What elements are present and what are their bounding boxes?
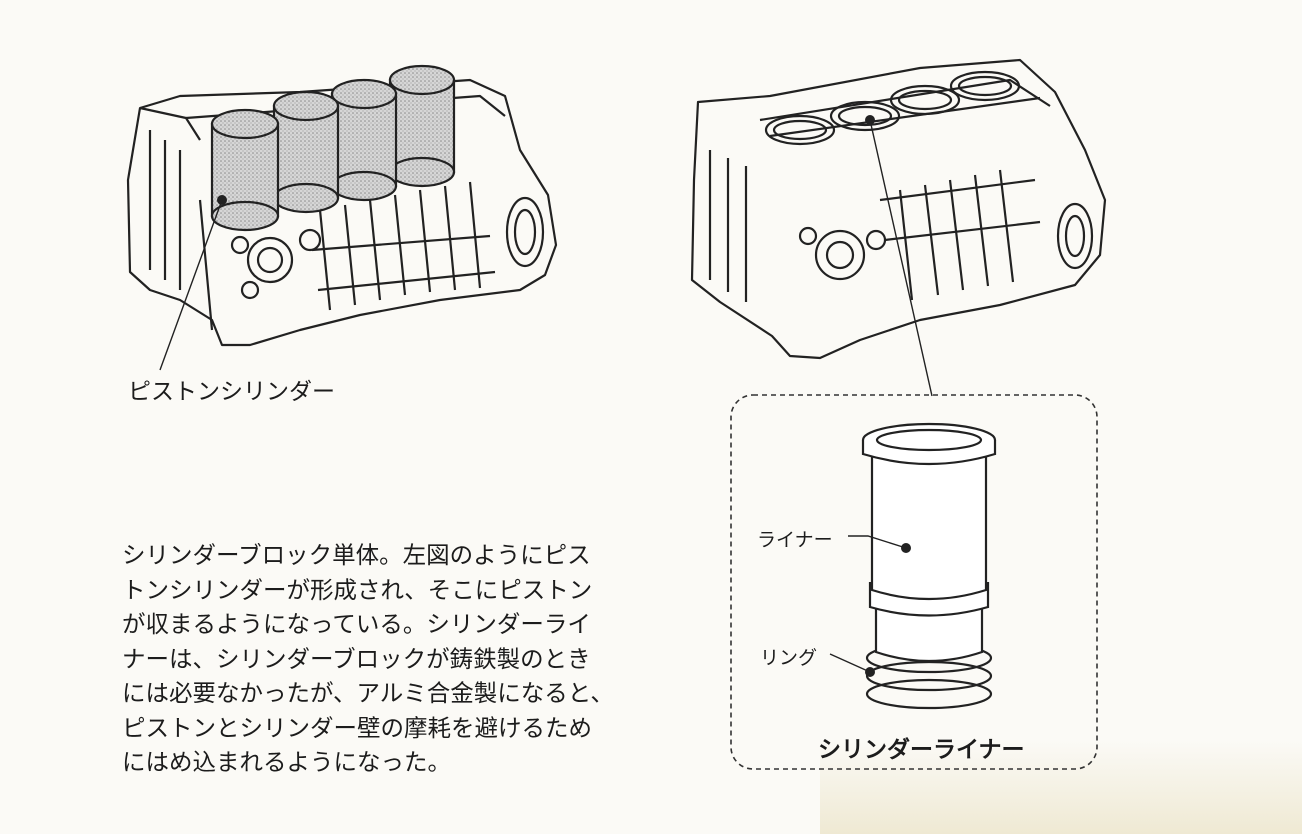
- piston-cylinder-label: ピストンシリンダー: [128, 379, 335, 405]
- page-shade: [820, 740, 1302, 834]
- liner-callout-box: [730, 394, 1098, 770]
- engine-block-with-cylinders-illustration: [126, 64, 558, 371]
- liner-leader-lines: [829, 535, 907, 673]
- cylinder-liner-illustration: [861, 422, 997, 710]
- body-line: ナーは、シリンダーブロックが鋳鉄製のとき: [122, 644, 591, 673]
- body-line: シリンダーブロック単体。左図のようにピス: [122, 541, 591, 569]
- body-line: にはめ込まれるようになった。: [122, 748, 451, 776]
- liner-label: ライナー: [757, 529, 833, 551]
- ring-label: リング: [760, 647, 818, 669]
- cylinder-liner-caption: シリンダーライナー: [818, 737, 1025, 763]
- body-line: には必要なかったが、アルミ合金製になると、: [122, 679, 614, 707]
- body-line: が収まるようになっている。シリンダーライ: [122, 610, 591, 638]
- body-line: ピストンとシリンダー壁の摩耗を避けるため: [122, 713, 592, 742]
- body-line: トンシリンダーが形成され、そこにピストン: [122, 575, 593, 604]
- engine-block-with-liners-illustration: [690, 58, 1107, 397]
- body-paragraph: シリンダーブロック単体。左図のようにピス トンシリンダーが形成され、そこにピスト…: [122, 538, 682, 780]
